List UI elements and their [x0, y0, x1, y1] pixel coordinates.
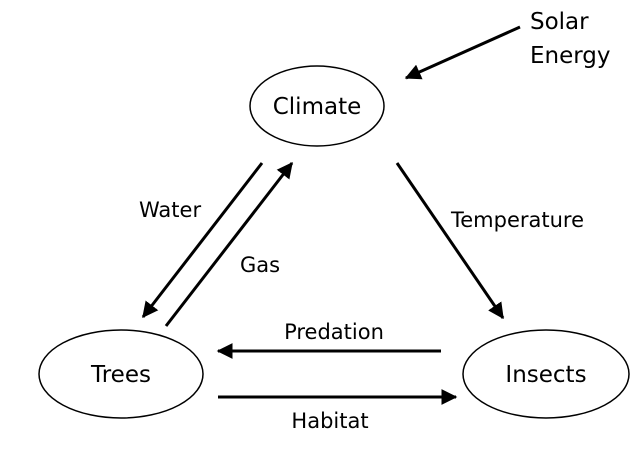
insects-label: Insects [505, 362, 586, 388]
solar-energy-source: Solar Energy [404, 9, 611, 80]
water-arrow [141, 162, 264, 319]
temperature-label: Temperature [450, 208, 584, 232]
climate-node: Climate [249, 65, 385, 147]
climate-label: Climate [273, 94, 362, 120]
insects-node: Insects [462, 329, 630, 419]
trees-label: Trees [90, 362, 151, 388]
gas-arrow [164, 161, 294, 327]
temperature-arrow [395, 162, 505, 320]
water-label: Water [139, 198, 201, 222]
trees-node: Trees [38, 329, 204, 419]
predation-label: Predation [284, 320, 384, 344]
gas-label: Gas [240, 253, 280, 277]
energy-label: Energy [530, 43, 611, 69]
habitat-label: Habitat [291, 409, 368, 433]
solar-energy-arrow [404, 25, 521, 80]
solar-label: Solar [530, 9, 589, 35]
